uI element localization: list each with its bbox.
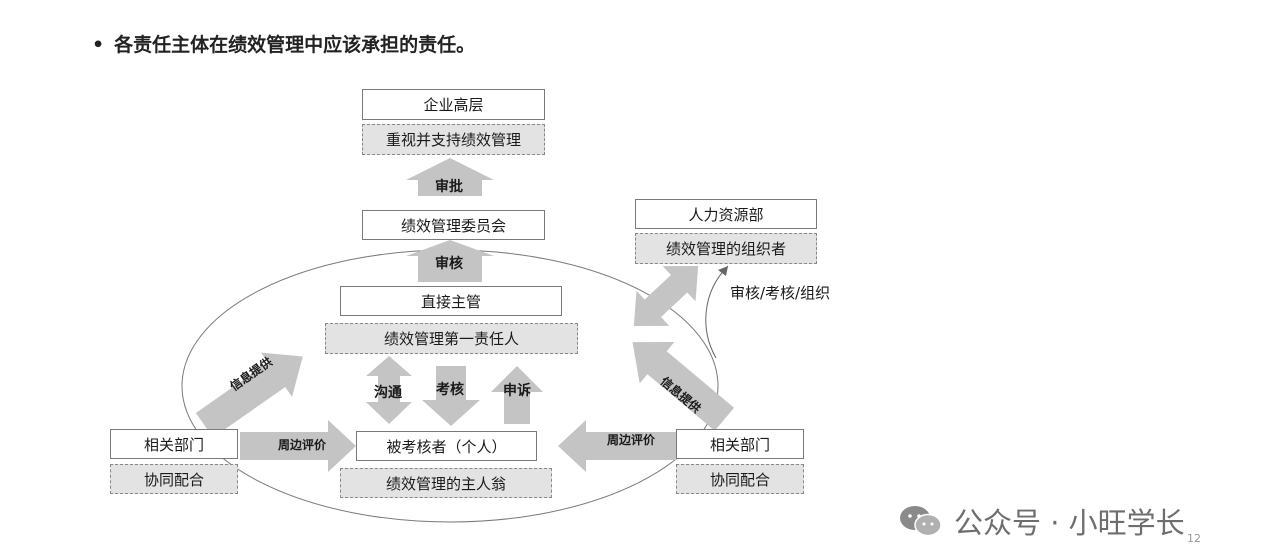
dept-left-role: 协同配合 (110, 464, 238, 494)
top-management-box: 企业高层 (362, 89, 545, 120)
bullet: • (92, 34, 105, 56)
top-management-role: 重视并支持绩效管理 (362, 124, 545, 155)
supervisor-role: 绩效管理第一责任人 (325, 323, 578, 354)
hr-double-arrow (633, 265, 699, 327)
watermark-text: 公众号 · 小旺学长 (954, 506, 1185, 540)
approve-label: 审批 (435, 179, 463, 195)
page-number: 12 (1187, 532, 1201, 545)
info-left-arrow (195, 352, 303, 438)
hr-curve-arrowhead (718, 266, 728, 276)
dept-right-box: 相关部门 (676, 429, 804, 459)
dept-right-role: 协同配合 (676, 464, 804, 494)
review-label: 审核 (435, 256, 463, 272)
approve-arrow (406, 158, 494, 196)
appeal-arrow (491, 366, 543, 424)
info-right-arrow (632, 342, 735, 431)
dept-left-box: 相关部门 (110, 429, 238, 459)
heading: • 各责任主体在绩效管理中应该承担的责任。 (92, 30, 475, 57)
peer-right-arrow (558, 420, 676, 472)
heading-text: 各责任主体在绩效管理中应该承担的责任。 (114, 34, 476, 56)
employee-box: 被考核者（个人） (356, 431, 537, 461)
appeal-label: 申诉 (503, 383, 531, 399)
hr-box: 人力资源部 (635, 199, 817, 229)
peer-left-label: 周边评价 (278, 438, 327, 452)
communicate-label: 沟通 (374, 385, 402, 401)
committee-box: 绩效管理委员会 (362, 210, 545, 240)
review-arrow (406, 240, 494, 282)
hr-curve-arrow (705, 265, 729, 359)
peer-right-label: 周边评价 (607, 433, 656, 447)
communicate-arrow (366, 356, 412, 424)
hr-role: 绩效管理的组织者 (635, 233, 817, 264)
supervisor-box: 直接主管 (340, 286, 562, 316)
wechat-icon (900, 506, 942, 537)
assess-arrow (422, 366, 480, 426)
hr-note-label: 审核/考核/组织 (730, 284, 831, 302)
employee-role: 绩效管理的主人翁 (340, 468, 552, 498)
peer-left-arrow (240, 420, 356, 472)
watermark: 公众号 · 小旺学长 (898, 500, 1185, 542)
assess-label: 考核 (436, 382, 464, 398)
